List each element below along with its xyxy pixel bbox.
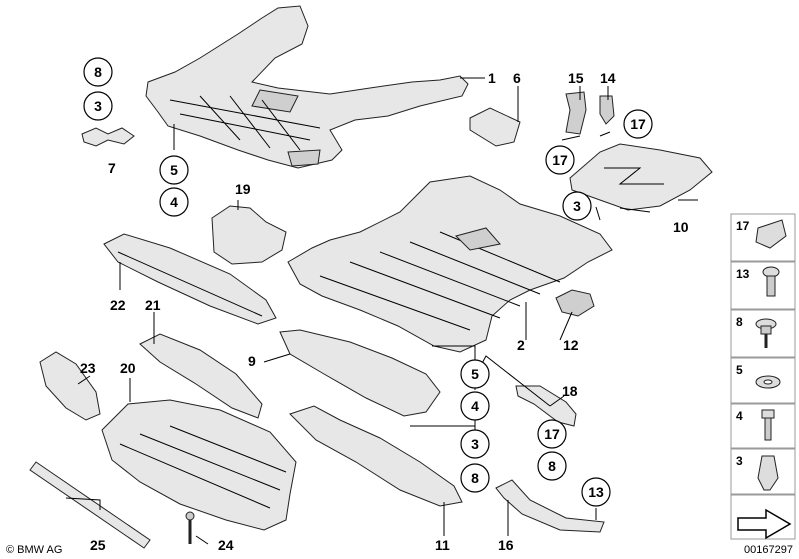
legend-num-5: 5: [736, 363, 743, 377]
circled-callout-8b: 8: [460, 463, 490, 493]
callout-11: 11: [435, 537, 450, 553]
hex-bolt-icon: [761, 409, 775, 441]
collar-screw-icon: [755, 318, 777, 348]
svg-text:3: 3: [573, 198, 581, 214]
svg-text:13: 13: [588, 484, 604, 500]
part-11-deflector: [289, 405, 463, 507]
part-2-main-underbody: [287, 175, 613, 353]
callout-20: 20: [120, 360, 136, 376]
circled-callout-13a: 13: [581, 477, 611, 507]
circled-callout-5a: 5: [159, 155, 189, 185]
callout-16: 16: [498, 537, 514, 553]
legend-num-8: 8: [736, 315, 743, 329]
part-19-bracket: [211, 205, 287, 265]
expanding-rivet-icon: [762, 266, 780, 297]
legend-num-4: 4: [736, 409, 743, 423]
part-9-shield: [279, 329, 441, 417]
callout-15: 15: [568, 70, 584, 86]
circled-callout-3c: 3: [460, 429, 490, 459]
arrow-icon: [737, 508, 792, 540]
part-24-bolt: [185, 511, 195, 544]
svg-text:8: 8: [548, 458, 556, 474]
spreader-nut-icon: [757, 455, 779, 491]
circled-callout-3a: 3: [83, 91, 113, 121]
callout-14: 14: [600, 70, 616, 86]
svg-text:5: 5: [471, 366, 479, 382]
callout-6: 6: [513, 70, 521, 86]
callout-22: 22: [110, 297, 126, 313]
svg-text:5: 5: [170, 162, 178, 178]
washer-icon: [755, 375, 781, 389]
svg-text:3: 3: [471, 436, 479, 452]
part-1-underbody-shield: [145, 5, 469, 169]
svg-text:4: 4: [471, 398, 479, 414]
circled-callout-17b: 17: [623, 109, 653, 139]
part-14-bracket: [599, 95, 615, 125]
svg-text:8: 8: [94, 64, 102, 80]
bmw-copyright: © BMW AG: [6, 544, 62, 556]
callout-18: 18: [562, 383, 578, 399]
svg-text:4: 4: [170, 194, 178, 210]
svg-text:17: 17: [630, 116, 646, 132]
part-23-deflector: [39, 351, 101, 421]
part-7-clip: [81, 127, 135, 147]
circled-callout-5b: 5: [460, 359, 490, 389]
svg-text:8: 8: [471, 470, 479, 486]
circled-callout-8a: 8: [83, 57, 113, 87]
legend-box-13: [730, 261, 796, 310]
part-21-bracket: [139, 333, 263, 419]
callout-23: 23: [80, 360, 96, 376]
part-22-crossmember: [103, 233, 277, 325]
fastener-legend: 17 13 8 5 4 3: [730, 213, 796, 540]
callout-24: 24: [218, 537, 234, 553]
callout-9: 9: [248, 353, 256, 369]
part-25-strip: [29, 461, 151, 549]
clip-nut-icon: [755, 219, 787, 249]
callout-2: 2: [517, 337, 525, 353]
diagram-code: 00167297: [744, 544, 793, 556]
svg-text:3: 3: [94, 98, 102, 114]
circled-callout-17c: 17: [537, 419, 567, 449]
circled-callout-17a: 17: [545, 145, 575, 175]
part-12-cover: [555, 289, 595, 317]
circled-callout-3b: 3: [562, 191, 592, 221]
part-16-arc-trim: [495, 479, 605, 533]
callout-21: 21: [145, 297, 161, 313]
callout-10: 10: [673, 219, 689, 235]
svg-text:17: 17: [552, 152, 568, 168]
part-10-panel: [569, 143, 713, 211]
part-15-bracket: [565, 91, 587, 135]
circled-callout-4a: 4: [159, 187, 189, 217]
callout-12: 12: [563, 337, 579, 353]
circled-callout-4b: 4: [460, 391, 490, 421]
callout-7: 7: [108, 160, 116, 176]
svg-text:17: 17: [544, 426, 560, 442]
circled-callout-8c: 8: [537, 451, 567, 481]
legend-num-17: 17: [736, 219, 750, 233]
part-18-bracket: [515, 385, 577, 427]
legend-box-arrow: [730, 494, 796, 540]
legend-num-3: 3: [736, 454, 743, 468]
part-6-plate: [469, 107, 521, 147]
callout-1: 1: [488, 70, 496, 86]
callout-25: 25: [90, 537, 106, 553]
part-20-front-shield: [101, 399, 297, 531]
callout-19: 19: [235, 181, 251, 197]
legend-num-13: 13: [736, 267, 750, 281]
